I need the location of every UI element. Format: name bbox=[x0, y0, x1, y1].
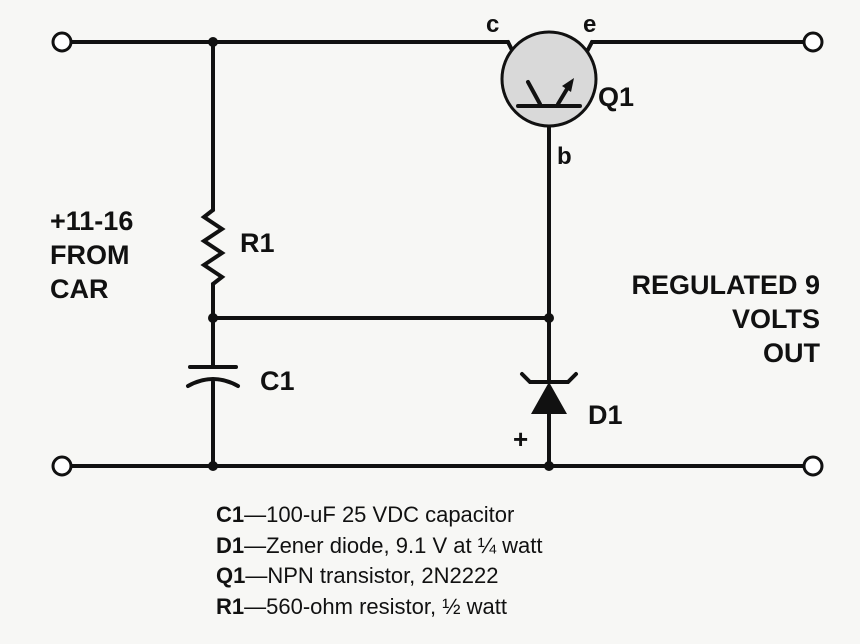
part-dash: — bbox=[244, 502, 267, 527]
q1-label: Q1 bbox=[598, 82, 634, 112]
d1-zener-triangle bbox=[531, 382, 567, 414]
part-description: NPN transistor, 2N2222 bbox=[267, 563, 499, 588]
parts-list-item: R1—560-ohm resistor, ½ watt bbox=[216, 592, 543, 623]
input-terminal-bottom bbox=[51, 455, 73, 477]
input-voltage-line-1: +11-16 bbox=[50, 206, 133, 236]
output-terminal-bottom bbox=[802, 455, 824, 477]
base-label: b bbox=[557, 143, 572, 170]
input-voltage-line-2: FROM bbox=[50, 240, 129, 270]
output-label-line-3: OUT bbox=[763, 338, 821, 368]
output-terminal-top bbox=[802, 31, 824, 53]
output-label-line-1: REGULATED 9 bbox=[631, 270, 820, 300]
input-voltage-line-3: CAR bbox=[50, 274, 109, 304]
part-description: 560-ohm resistor, ½ watt bbox=[266, 593, 508, 619]
part-ref: C1 bbox=[216, 502, 245, 527]
r1-resistor bbox=[200, 208, 226, 286]
part-dash: — bbox=[244, 532, 267, 558]
output-label-line-2: VOLTS bbox=[732, 304, 820, 334]
part-dash: — bbox=[245, 563, 268, 588]
part-description: 100-uF 25 VDC capacitor bbox=[266, 502, 515, 527]
q1-emitter-arrow bbox=[562, 78, 574, 92]
r1-label: R1 bbox=[240, 228, 275, 258]
part-dash: — bbox=[244, 593, 267, 619]
emitter-label: e bbox=[583, 11, 596, 38]
part-ref: D1 bbox=[216, 532, 245, 558]
c1-label: C1 bbox=[260, 366, 295, 396]
junction-dot bbox=[208, 461, 218, 471]
q1-collector-inner bbox=[526, 80, 542, 106]
parts-list-item: D1—Zener diode, 9.1 V at ¼ watt bbox=[216, 531, 543, 562]
zener-polarity-label: + bbox=[513, 424, 528, 454]
junction-dot bbox=[544, 461, 554, 471]
parts-list-item: Q1—NPN transistor, 2N2222 bbox=[216, 561, 543, 592]
parts-list: C1—100-uF 25 VDC capacitor D1—Zener diod… bbox=[216, 500, 543, 622]
c1-bottom-plate bbox=[186, 377, 240, 388]
junction-dot bbox=[208, 313, 218, 323]
q1-transistor-body bbox=[500, 30, 598, 128]
d1-label: D1 bbox=[588, 400, 623, 430]
input-terminal-top bbox=[51, 31, 73, 53]
part-description: Zener diode, 9.1 V at ¼ watt bbox=[266, 532, 543, 558]
part-ref: Q1 bbox=[216, 563, 246, 588]
parts-list-item: C1—100-uF 25 VDC capacitor bbox=[216, 500, 543, 531]
part-ref: R1 bbox=[216, 593, 245, 619]
collector-label: c bbox=[486, 11, 499, 38]
junction-dot bbox=[208, 37, 218, 47]
junction-dot bbox=[544, 313, 554, 323]
